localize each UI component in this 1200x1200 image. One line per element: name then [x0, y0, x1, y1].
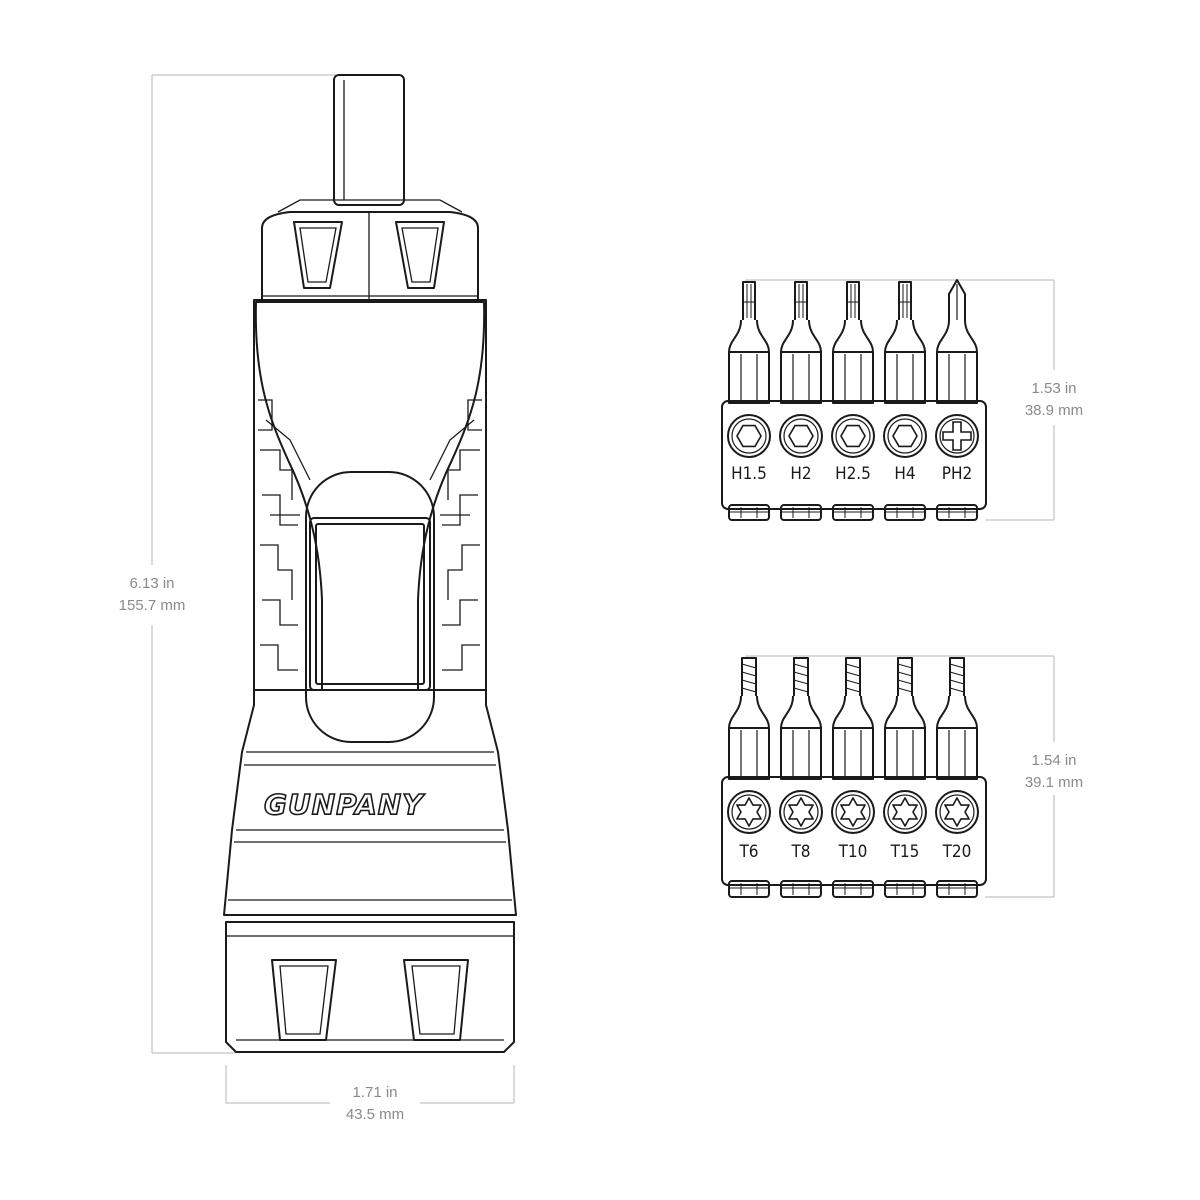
- window-inner: [315, 523, 425, 685]
- screwdriver-drawing: GUNPANY: [223, 74, 517, 1053]
- phillips-head-icon: [935, 414, 979, 458]
- width-in-label: 1.71 in: [352, 1084, 397, 1101]
- grip-texture-right: [429, 399, 482, 671]
- bottom-cap: [225, 921, 515, 1053]
- bit-label-h2: H2: [790, 464, 811, 484]
- top-collar: [261, 199, 479, 301]
- hex-head-icon: [831, 414, 875, 458]
- hex-head-icon: [883, 414, 927, 458]
- shaft: [333, 74, 405, 206]
- grip-body: [253, 299, 487, 743]
- bit-set-torx-height-in: 1.54 in: [1031, 752, 1076, 769]
- height-in-label: 6.13 in: [129, 575, 174, 592]
- width-dimension: 1.71 in 43.5 mm: [225, 1065, 515, 1123]
- lower-body: GUNPANY: [223, 690, 517, 916]
- bit-h2: [780, 281, 822, 521]
- bit-label-h1-5: H1.5: [731, 464, 767, 484]
- grip-texture-left: [258, 399, 311, 671]
- bit-set-torx-heads: [727, 790, 979, 834]
- bit-set-hex-height-mm: 38.9 mm: [1025, 402, 1083, 419]
- hex-head-icon: [779, 414, 823, 458]
- bit-h2-5: [832, 281, 874, 521]
- bit-label-ph2: PH2: [942, 464, 972, 484]
- bit-holder: [721, 776, 987, 886]
- bit-label-t20: T20: [942, 842, 972, 862]
- window-frame: [305, 471, 435, 743]
- torx-head-icon: [831, 790, 875, 834]
- bit-set-hex-heads: [727, 414, 979, 458]
- brand-logo-text: GUNPANY: [264, 788, 425, 821]
- bit-set-torx: 1.54 in 39.1 mm T6 T8 T10 T15 T20: [721, 655, 1083, 898]
- torx-head-icon: [727, 790, 771, 834]
- width-mm-label: 43.5 mm: [346, 1106, 404, 1123]
- bit-label-h2-5: H2.5: [835, 464, 871, 484]
- bit-set-torx-dimension: 1.54 in 39.1 mm: [745, 655, 1083, 898]
- torx-head-icon: [779, 790, 823, 834]
- bit-t6: [728, 657, 770, 898]
- bit-set-hex: 1.53 in 38.9 mm H1.5 H2 H2.5 H4 PH2: [721, 279, 1083, 521]
- bit-label-h4: H4: [894, 464, 915, 484]
- bit-label-t8: T8: [790, 842, 810, 862]
- bit-t20: [936, 657, 978, 898]
- bit-t15: [884, 657, 926, 898]
- bit-set-hex-dimension: 1.53 in 38.9 mm: [745, 279, 1083, 521]
- bit-set-torx-bits: [728, 657, 978, 898]
- window-outer: [309, 517, 431, 691]
- bit-holder: [721, 400, 987, 510]
- torx-head-icon: [935, 790, 979, 834]
- bit-label-t10: T10: [838, 842, 868, 862]
- height-mm-label: 155.7 mm: [119, 597, 186, 614]
- bit-label-t6: T6: [738, 842, 758, 862]
- bit-set-torx-height-mm: 39.1 mm: [1025, 774, 1083, 791]
- height-dimension: 6.13 in 155.7 mm: [119, 74, 336, 1054]
- torx-head-icon: [883, 790, 927, 834]
- bit-h4: [884, 281, 926, 521]
- hex-head-icon: [727, 414, 771, 458]
- bit-set-hex-height-in: 1.53 in: [1031, 380, 1076, 397]
- bit-label-t15: T15: [890, 842, 920, 862]
